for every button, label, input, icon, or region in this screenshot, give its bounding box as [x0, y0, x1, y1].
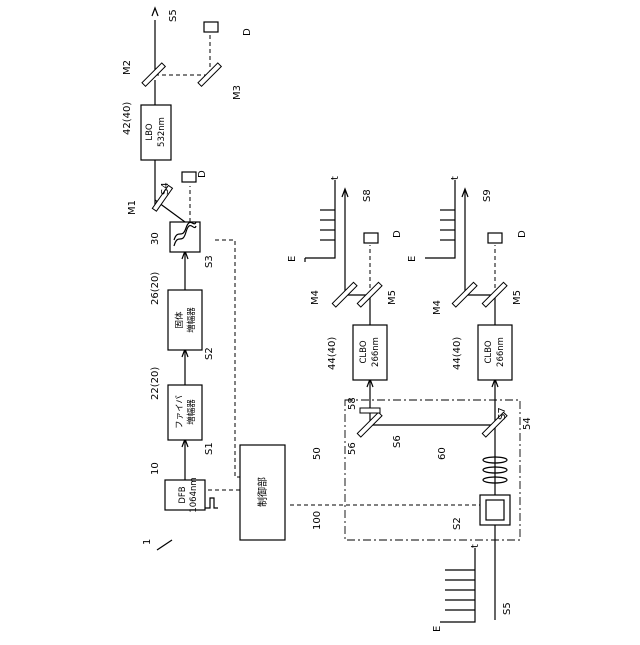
fiber-amp-label-2: 増幅器: [186, 399, 197, 425]
pulse-plot-s9: [425, 180, 455, 258]
clbo2-label-1: CLBO: [484, 340, 494, 363]
label-d3: D: [392, 230, 403, 238]
dfb-label-2: 1064nm: [189, 477, 199, 512]
lens-58: [360, 408, 380, 413]
control-to-modulator: [215, 240, 250, 477]
label-m5a: M5: [387, 290, 398, 305]
label-m3: M3: [232, 85, 243, 100]
label-m2: M2: [122, 60, 133, 75]
label-mod-ref: 30: [150, 232, 161, 245]
arrow-s5-top: [152, 8, 158, 16]
label-dfb-ref: 10: [150, 462, 161, 475]
label-d4: D: [517, 230, 528, 238]
lbo-label-1: LBO: [145, 123, 155, 140]
label-e-a: E: [287, 256, 298, 262]
pulse-plot-s5: [440, 548, 475, 622]
plot-axes-s5: [440, 548, 475, 622]
label-t-b: t: [450, 176, 461, 180]
label-56: 56: [347, 442, 358, 455]
label-s6: S6: [392, 435, 403, 448]
detector-d4: [488, 233, 502, 243]
plot-axes-s8: [305, 180, 335, 258]
label-e-c: E: [432, 626, 443, 632]
plot-axes-s9: [425, 180, 455, 258]
label-s3: S3: [204, 255, 215, 268]
label-s7: S7: [497, 407, 508, 420]
label-control-ref: 100: [312, 511, 323, 530]
clbo1-label-2: 266nm: [371, 337, 381, 367]
label-s8: S8: [362, 189, 373, 202]
label-fiber-ref: 22(20): [150, 367, 161, 400]
label-s1: S1: [204, 442, 215, 455]
element-s2-inner: [486, 500, 504, 520]
detector-d2: [204, 22, 218, 32]
pulse-symbol: [205, 498, 218, 508]
label-clbo2-ref: 44(40): [452, 337, 463, 370]
detector-d3: [364, 233, 378, 243]
label-unit-ref: 50: [312, 447, 323, 460]
label-lbo-ref: 42(40): [122, 102, 133, 135]
label-m5b: M5: [512, 290, 523, 305]
label-m1: M1: [127, 200, 138, 215]
mirror-m2: [142, 63, 165, 86]
dfb-label-1: DFB: [178, 486, 188, 503]
label-m4b: M4: [432, 300, 443, 315]
label-d1: D: [197, 170, 208, 178]
label-solid-ref: 26(20): [150, 272, 161, 305]
label-system: 1: [142, 539, 153, 545]
lbo-label-2: 532nm: [157, 117, 167, 147]
system-arrow: [157, 540, 172, 550]
label-clbo1-ref: 44(40): [327, 337, 338, 370]
solid-amp-label-2: 増幅器: [186, 307, 197, 333]
label-t-a: t: [330, 176, 341, 180]
label-m4a: M4: [310, 290, 321, 305]
label-s9: S9: [482, 189, 493, 202]
clbo1-label-1: CLBO: [359, 340, 369, 363]
label-sub-ref: 60: [437, 447, 448, 460]
label-t-c: t: [470, 544, 481, 548]
clbo2-label-2: 266nm: [496, 337, 506, 367]
pulse-plot-s8: [305, 180, 335, 262]
fiber-amp-label-1: ファイバ: [175, 395, 185, 429]
solid-amp-label-1: 固体: [174, 311, 185, 329]
label-s5-top: S5: [168, 9, 179, 22]
label-s5-bottom: S5: [502, 602, 513, 615]
label-s2b: S2: [452, 517, 463, 530]
label-54: 54: [522, 417, 533, 430]
control-label: 制御部: [256, 477, 269, 507]
label-s2: S2: [204, 347, 215, 360]
label-s4: S4: [160, 182, 171, 195]
label-d2: D: [242, 28, 253, 36]
label-e-b: E: [407, 256, 418, 262]
detector-d1: [182, 172, 196, 182]
label-58: 58: [347, 397, 358, 410]
